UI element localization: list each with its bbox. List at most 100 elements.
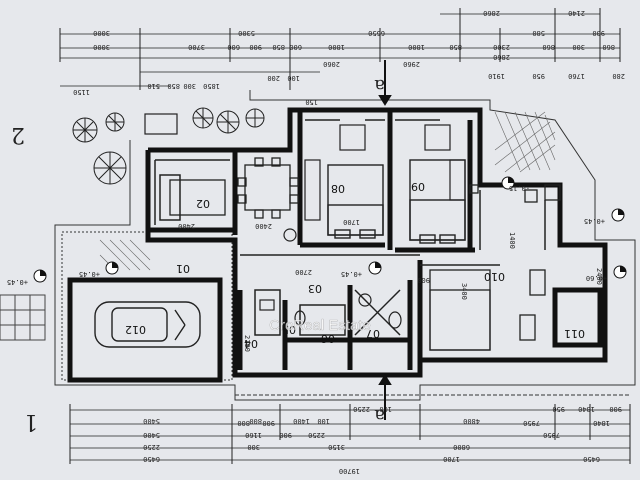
dim-text: 6450 [143,455,160,463]
dim-text: 2100 [243,335,251,352]
parking-box [144,113,178,135]
room-label-010: 010 [484,270,505,283]
dim-text: 900 [592,29,605,37]
dim-text: 850 [167,82,180,90]
room-label-011: 011 [564,327,585,340]
tree-icon [192,107,214,129]
level-icon [611,208,625,222]
dim-text: 580 [532,29,545,37]
dim-text: 300 [247,443,260,451]
dim-text: 860 [542,43,555,51]
dim-text: 2960 [403,60,420,68]
dim-text: 3150 [328,443,345,451]
dim-text: 1840 [593,419,610,427]
dim-text: 7950 [543,431,560,439]
side-number-bottom: 1 [24,409,38,434]
dim-text: 1400 [293,417,310,425]
dim-text: 1700 [343,218,360,226]
dim-text: 300 [183,82,196,90]
interior-dims: 2400 2400 1700 2700 3400 1400 2400 2100 … [178,218,603,352]
dim-text: 2060 [323,60,340,68]
dim-text: 1160 [245,431,262,439]
dim-text: 2300 [493,43,510,51]
dim-text: 600 [289,43,302,51]
room-label-012: 012 [125,323,146,336]
bed-08 [327,164,384,239]
dim-text: 150 [305,98,318,106]
dim-text: 2700 [295,268,312,276]
dim-text: 6550 [368,29,385,37]
interior-lines [154,119,546,336]
dim-text: 800 [237,419,250,427]
level-markers [33,176,627,283]
section-mark-top: a [374,75,385,96]
section-markers [378,60,392,420]
dim-text: 850 [449,43,462,51]
room-label-09: 09 [411,180,425,193]
dim-text: 950 [552,405,565,413]
level-icon [33,269,47,283]
level-icon [613,265,627,279]
dim-text: 2860 [483,9,500,17]
tree-icon [216,110,240,134]
dim-text: 1400 [508,232,516,249]
dim-text: 900 [249,43,262,51]
dim-text: 7950 [523,419,540,427]
room-label-07: 07 [366,327,380,340]
dim-text: 2250 [143,443,160,451]
dim-text: 950 [532,72,545,80]
dim-text: 2400 [595,268,603,285]
room-label-01: 01 [176,262,190,275]
dim-text: 2250 [353,405,370,413]
dim-text: 280 [612,72,625,80]
tree-icons [72,107,265,185]
section-mark-bottom: a [374,405,385,426]
dim-text: 2250 [308,431,325,439]
dim-text: 3700 [188,43,205,51]
dim-text: 6450 [583,455,600,463]
room-label-03: 03 [308,282,322,295]
dim-text: 1760 [568,72,585,80]
level-icon [368,261,382,275]
dim-text: 860 [602,43,615,51]
dim-text: 1150 [73,88,90,96]
tree-icon [245,108,265,128]
dim-text: 510 [147,82,160,90]
level-texts: +0.45 +0.45 +0.45 -0.15 +0.45 +0.60 [7,184,607,286]
level-text: +0.45 [341,270,362,278]
dining-table [169,157,299,219]
dim-text: 1800 [408,43,425,51]
dim-text: 900 [279,431,292,439]
dim-text: 2400 [178,222,195,230]
bottom-dimension-lines [69,404,631,464]
bottom-dimension-texts: 5400 800 1400 100 2250 100 4800 950 1840… [143,405,622,475]
dim-text: 4800 [463,417,480,425]
room-label-08: 08 [331,182,345,195]
dim-text: 19700 [339,467,360,475]
dim-text: 2140 [568,9,585,17]
car-icon [94,301,201,348]
dim-text: 1800 [328,43,345,51]
level-text: +0.45 [79,270,100,278]
room-label-02: 02 [196,197,210,210]
room-labels: 01 02 03 04 05 06 07 08 09 010 011 012 [125,180,585,350]
level-text: +0.60 [586,274,607,282]
dim-text: 3000 [93,29,110,37]
top-dimension-texts: 2860 2140 3000 5300 6550 2300 860 300 86… [73,9,625,106]
watermark: CroReal Estate [269,317,371,334]
dim-text: 900 [262,419,275,427]
dim-text: 900 [609,405,622,413]
level-icon [501,176,515,190]
level-text: +0.45 [7,278,28,286]
dim-text: 1910 [488,72,505,80]
dim-text: 1840 [578,405,595,413]
dim-text: 900 [417,276,430,284]
dim-text: 100 [287,74,300,82]
dim-text: 600 [227,43,240,51]
dim-text: 2400 [255,222,272,230]
room-label-06: 06 [321,332,335,345]
dim-text: 300 [572,43,585,51]
dim-text: 850 [272,43,285,51]
level-text: -0.15 [509,184,530,192]
dim-text: 3000 [93,43,110,51]
